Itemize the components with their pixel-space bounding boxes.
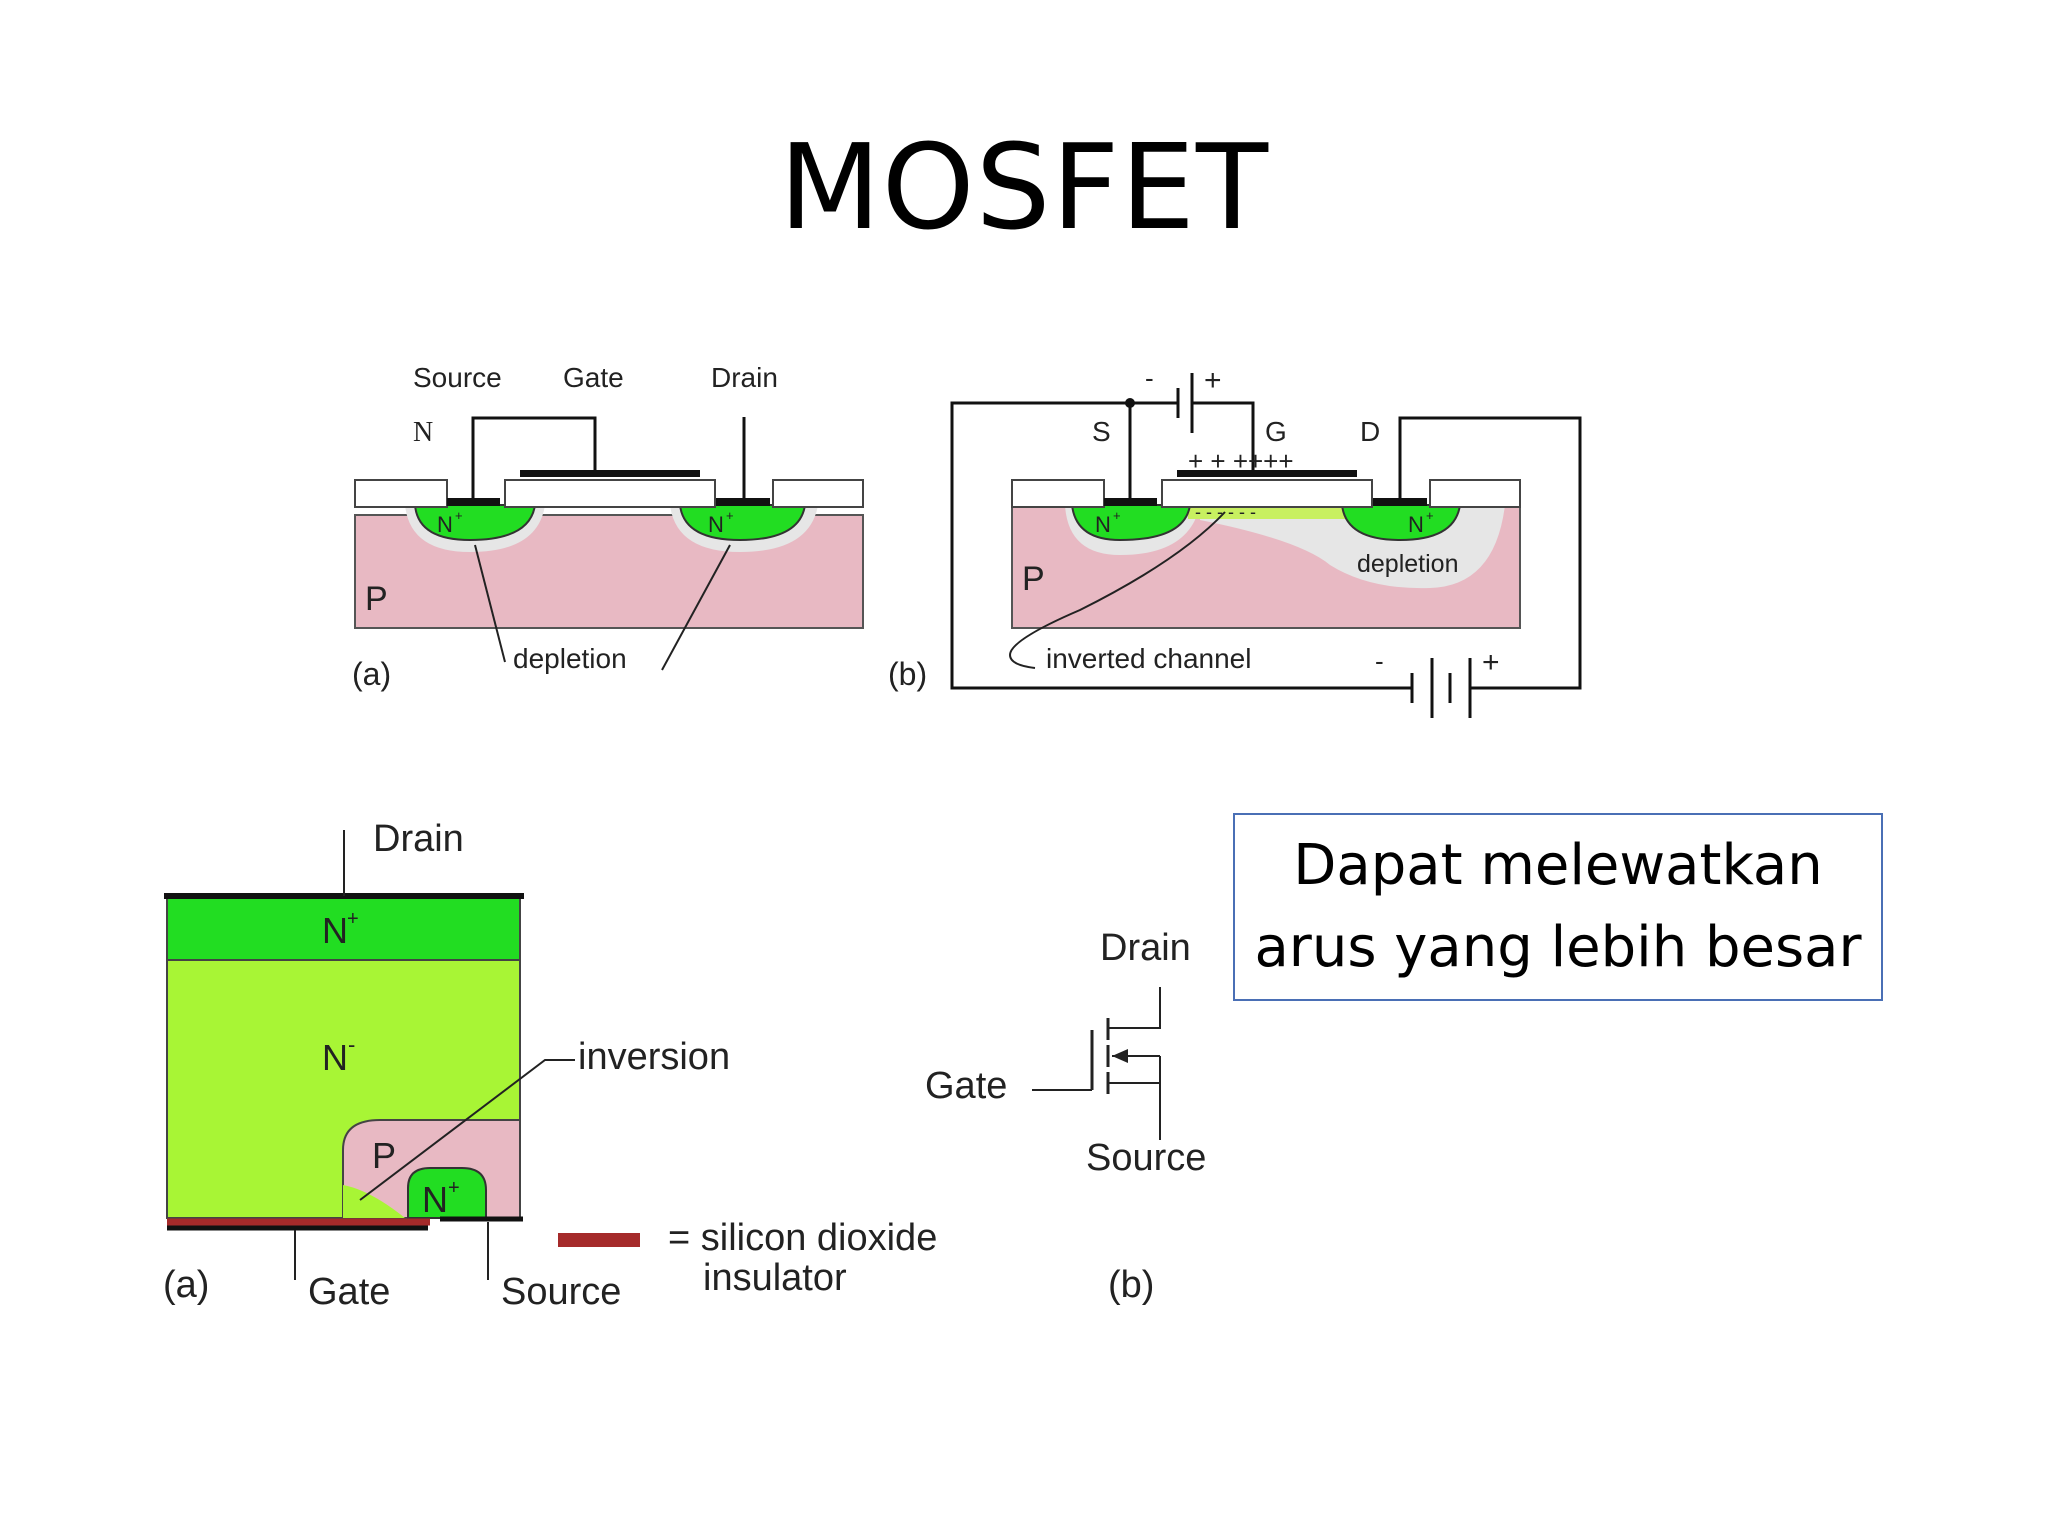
oxide-right [772, 479, 864, 508]
note-box: Dapat melewatkan arus yang lebih besar [1233, 813, 1883, 1001]
label-plus-bottom: + [1482, 646, 1500, 679]
label-minus-top: - [1145, 363, 1154, 393]
label-p: P [372, 1135, 396, 1176]
n-plus-source-region [407, 1167, 487, 1219]
oxide-left [354, 479, 448, 508]
n-plus-source [413, 504, 537, 542]
label-channel-charges: - - - - - - [1195, 502, 1256, 522]
caption-top-a: (a) [352, 656, 391, 692]
label-n-plus-1-sup: + [455, 508, 463, 523]
label-n-plus-2: N [708, 512, 724, 537]
label-n-plus-top-sup: + [347, 908, 359, 930]
label-gate: Gate [308, 1271, 390, 1313]
label-drain: Drain [373, 818, 464, 860]
oxide-gate [1161, 479, 1373, 508]
label-source: Source [413, 362, 502, 393]
drain-contact [716, 498, 770, 506]
label-gate: Gate [925, 1065, 1007, 1107]
label-n-plus-2-sup: + [726, 508, 734, 523]
label-g: G [1265, 416, 1287, 447]
gate-battery-wire-right [1192, 401, 1255, 470]
figure-bottom-b: Drain Gate Source (b) [925, 927, 1206, 1306]
label-n-plus-bottom-sup: + [448, 1177, 460, 1199]
n-plus-drain [678, 504, 807, 542]
label-plus-top: + [1204, 364, 1222, 397]
n-plus-source [1070, 504, 1192, 542]
figure-bottom-a: Drain N + N - P N + inversion Gate Sourc… [163, 818, 937, 1313]
label-drain: Drain [1100, 927, 1191, 969]
label-d: D [1360, 416, 1380, 447]
drain-loop-wire [1398, 416, 1582, 690]
drain-wire [1108, 987, 1161, 1029]
label-n-minus: N [322, 1037, 348, 1078]
inverted-channel-pointer [1008, 511, 1226, 669]
n-plus-top-region [166, 896, 521, 961]
source-contact [1104, 498, 1157, 506]
outer-loop-left [950, 401, 1412, 690]
oxide-left [1011, 479, 1105, 508]
note-line-2: arus yang lebih besar [1254, 915, 1862, 980]
label-n-plus-2-sup: + [1426, 508, 1434, 523]
label-n-plus-1: N [1095, 512, 1111, 537]
depletion-pointer-1 [474, 544, 506, 663]
label-source: Source [1086, 1137, 1206, 1179]
drain-contact [1373, 498, 1427, 506]
slide-title: MOSFET [778, 118, 1270, 256]
depletion-pointer-2 [661, 544, 731, 671]
label-depletion: depletion [1357, 550, 1458, 578]
inverted-channel [1188, 505, 1346, 519]
label-s: S [1092, 416, 1111, 447]
note-line-1: Dapat melewatkan [1293, 833, 1823, 898]
figure-top-b: - + S G D + + ++++ - - - - - - N + N + P… [888, 363, 1582, 718]
label-n-plus-2: N [1408, 512, 1424, 537]
caption-bottom-a: (a) [163, 1264, 209, 1306]
label-gate-charges: + + ++++ [1188, 446, 1294, 476]
label-inverted-channel: inverted channel [1046, 643, 1251, 674]
caption-top-b: (b) [888, 656, 927, 692]
n-plus-drain [1340, 504, 1462, 542]
label-n-plus-top: N [322, 910, 348, 951]
gate-metal [1177, 470, 1357, 477]
label-drain: Drain [711, 362, 778, 393]
label-n: N [413, 417, 433, 448]
oxide-legend-swatch [558, 1233, 640, 1247]
note-text: Dapat melewatkan arus yang lebih besar [1254, 825, 1861, 989]
label-source: Source [501, 1271, 621, 1313]
figure-top-a: Source Gate Drain N N + N + P depletion … [352, 362, 864, 692]
label-n-plus-bottom: N [422, 1179, 448, 1220]
label-depletion: depletion [513, 643, 627, 674]
label-n-minus-sup: - [348, 1032, 355, 1057]
legend-insulator: insulator [703, 1257, 847, 1299]
source-gate-wire [471, 416, 597, 498]
oxide-gate [504, 479, 716, 508]
label-gate: Gate [563, 362, 624, 393]
label-p: P [365, 580, 388, 618]
oxide-right [1429, 479, 1521, 508]
inversion-pointer [359, 1059, 575, 1201]
label-inversion: inversion [578, 1036, 730, 1078]
body-arrow-icon [1112, 1049, 1128, 1063]
source-contact [447, 498, 500, 506]
label-n-plus-1-sup: + [1113, 508, 1121, 523]
label-n-plus-1: N [437, 512, 453, 537]
label-minus-bottom: - [1375, 646, 1384, 676]
gate-metal [520, 470, 700, 477]
caption-bottom-b: (b) [1108, 1264, 1154, 1306]
inversion-channel [343, 1185, 405, 1218]
label-p: P [1022, 560, 1045, 598]
source-wire [1108, 1082, 1161, 1140]
legend-silicon-dioxide: = silicon dioxide [668, 1217, 937, 1259]
